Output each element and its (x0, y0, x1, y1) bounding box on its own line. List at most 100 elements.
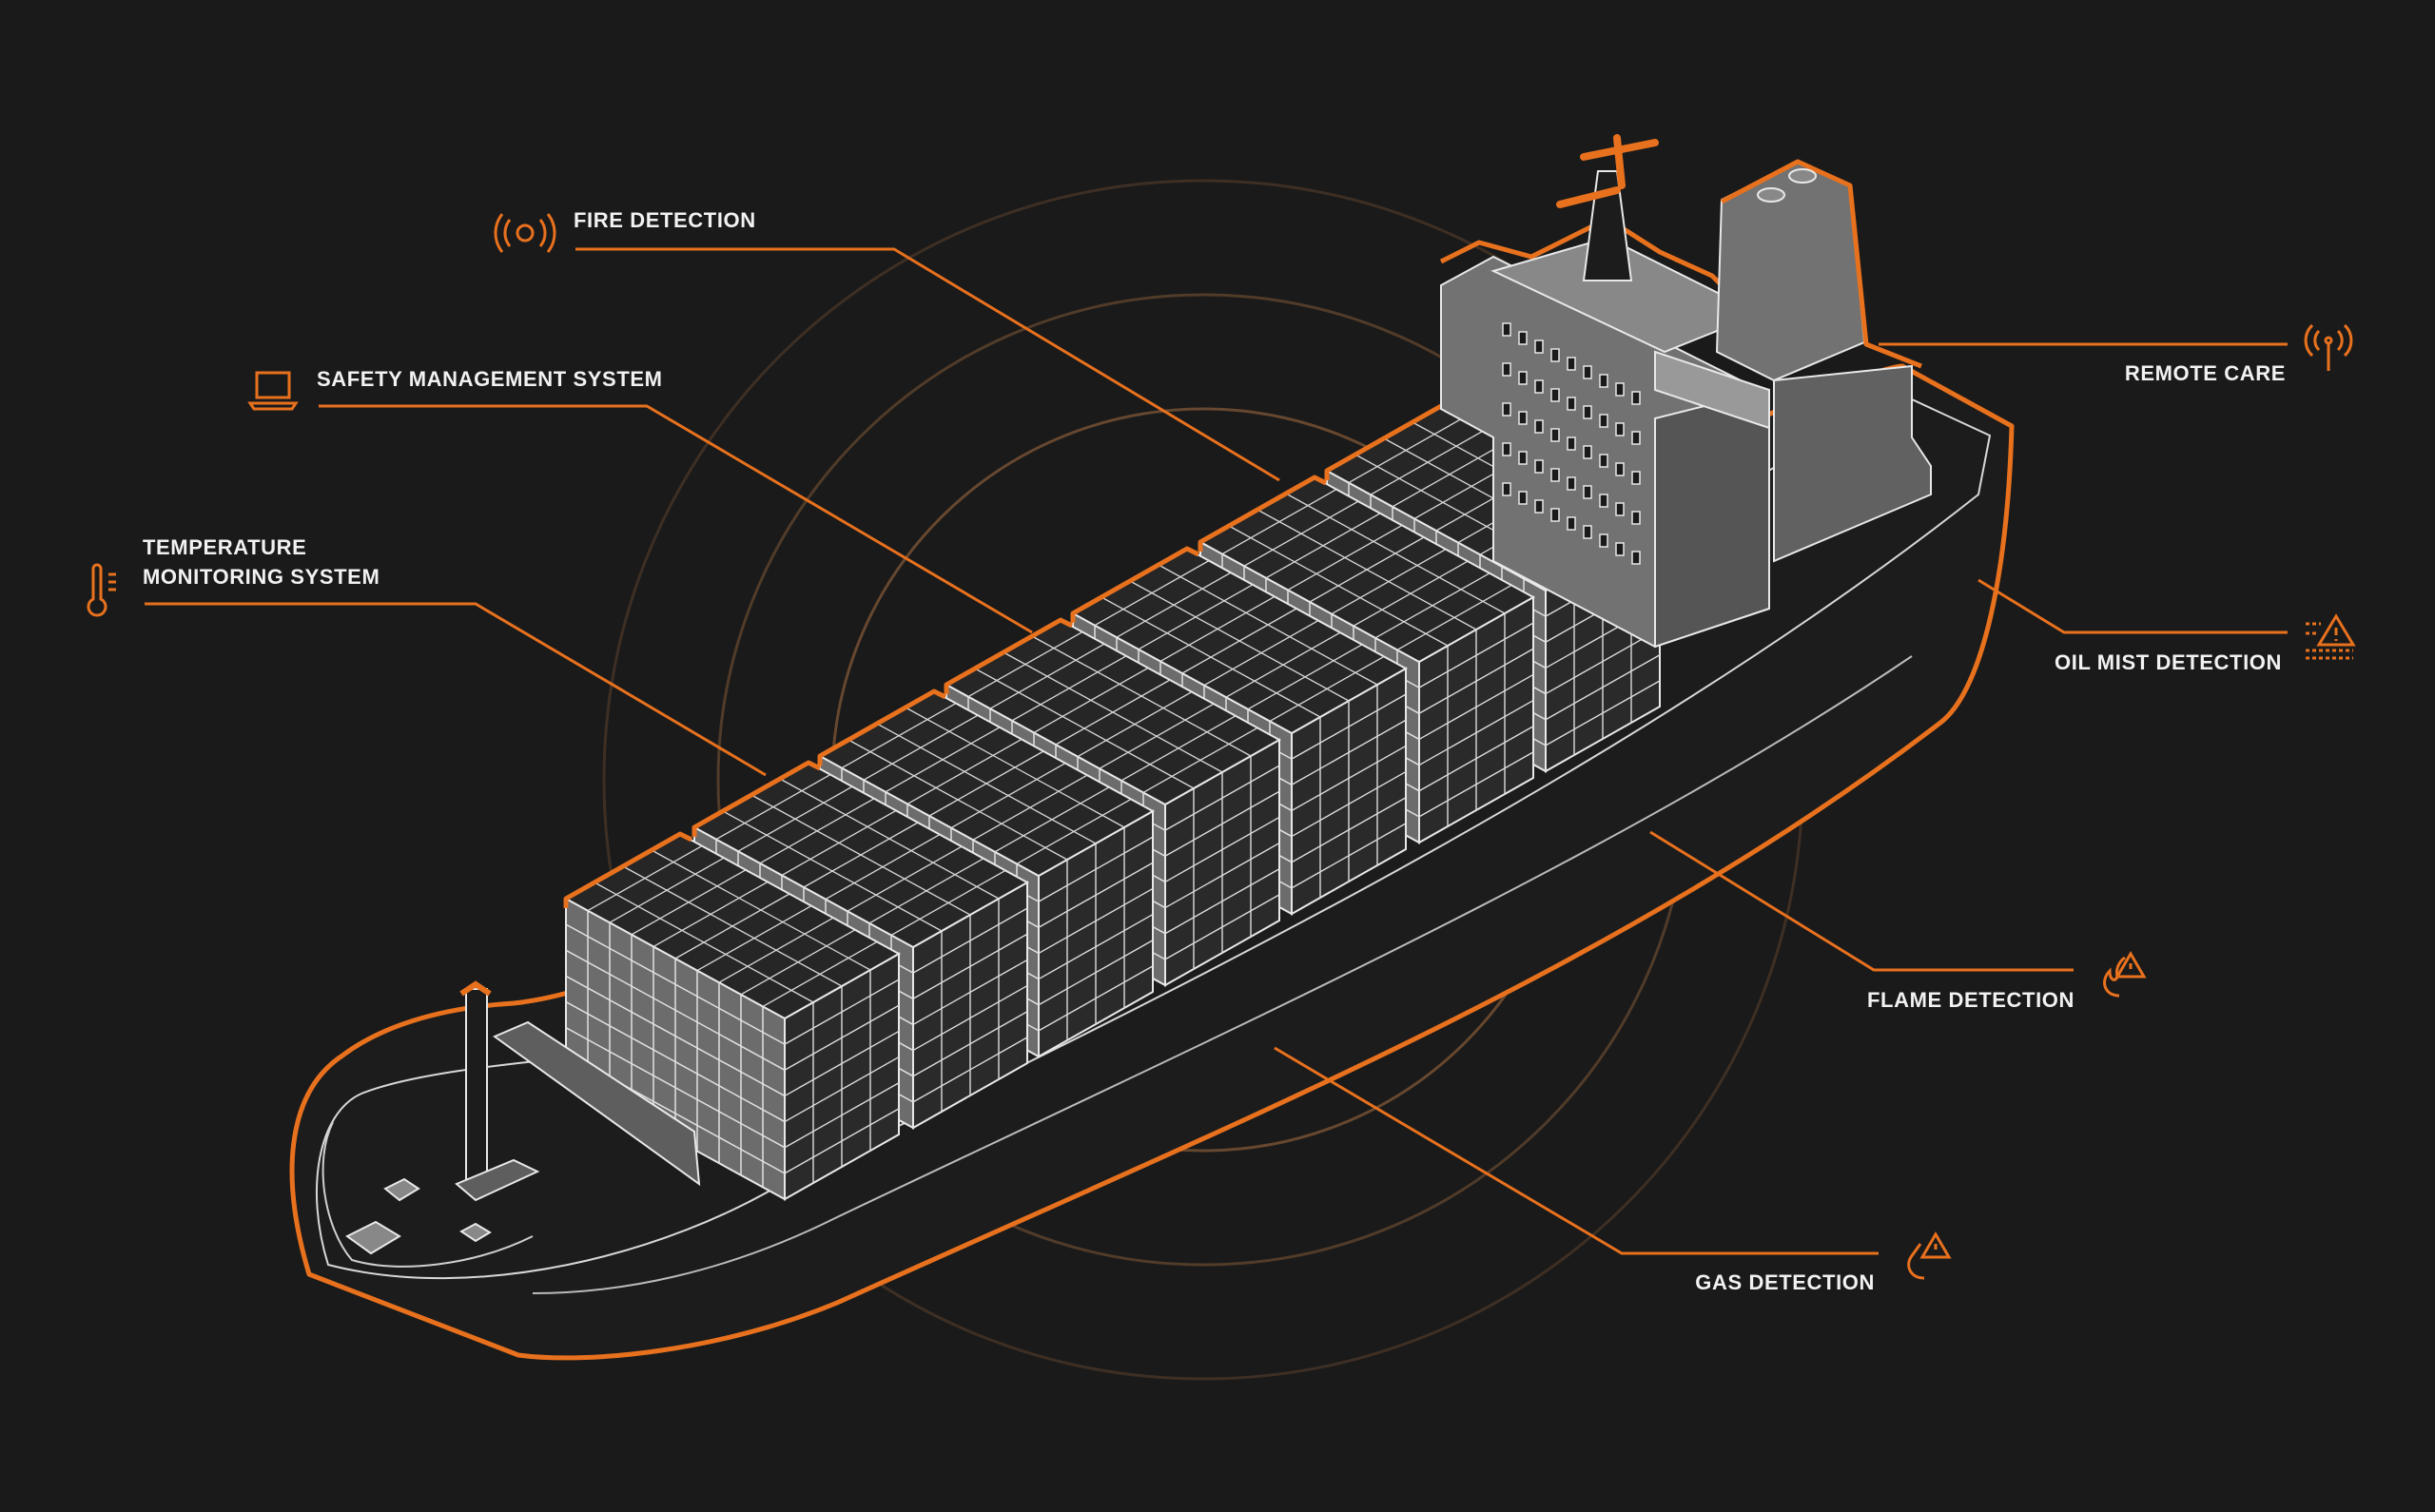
bridge-window (1502, 362, 1511, 377)
bridge-window (1615, 462, 1625, 476)
mast-top (1556, 134, 1659, 208)
container-grid-line (1291, 823, 1407, 889)
bridge-window (1502, 482, 1511, 496)
container-grid-line (1291, 770, 1407, 838)
bridge-window (1567, 357, 1576, 371)
container-grid-line (1003, 651, 1223, 773)
container-grid-line (876, 723, 1097, 844)
container-grid-line (565, 949, 786, 1071)
container-grid-line (1256, 509, 1477, 630)
container-stack-outline (944, 617, 1074, 694)
bridge-window (1567, 476, 1576, 491)
leader-oil-mist (1977, 578, 2288, 634)
label-safety-management: SAFETY MANAGEMENT SYSTEM (317, 364, 663, 394)
container-grid-line (1031, 635, 1252, 757)
bridge-window (1615, 502, 1625, 516)
container-grid-line (1291, 693, 1407, 760)
container-grid-line (1038, 940, 1154, 1006)
label-temperature: TEMPERATURE MONITORING SYSTEM (143, 533, 380, 591)
bridge-window (1550, 508, 1560, 522)
container-grid-line (1038, 965, 1154, 1032)
container-grid-line (1038, 887, 1154, 955)
container-grid-line (1418, 699, 1534, 766)
bridge-window (1518, 371, 1528, 385)
deck-box-2 (345, 1220, 401, 1255)
bridge-window (1631, 471, 1641, 485)
label-gas-detection: GAS DETECTION (1695, 1268, 1875, 1297)
thermometer-icon (87, 563, 116, 617)
container-grid-line (1164, 868, 1280, 935)
container-stack-outline (563, 831, 693, 908)
container-stack-outline (1070, 546, 1200, 623)
funnel-pipe-left (1757, 187, 1785, 203)
bridge-window (1631, 511, 1641, 525)
label-gas-detection-text: GAS DETECTION (1695, 1270, 1875, 1294)
antenna-icon (2304, 323, 2353, 371)
container-grid-line (1164, 765, 1280, 831)
container-grid-line (784, 1056, 900, 1123)
deck-box-1 (383, 1177, 420, 1202)
bridge-window (1599, 374, 1608, 388)
container-grid-line (594, 882, 814, 1003)
bridge-window (1583, 445, 1592, 459)
container-grid-line (1545, 680, 1661, 746)
container-grid-line (1545, 654, 1661, 721)
container-stack-outline (692, 760, 822, 837)
label-remote-care-text: REMOTE CARE (2124, 361, 2286, 385)
container-stack-outline (1198, 475, 1328, 552)
forward-mast-top (459, 980, 492, 997)
bridge-window (1583, 525, 1592, 539)
bridge-windows (1502, 322, 1641, 565)
bridge-window (1534, 339, 1544, 354)
container-grid-line (722, 810, 943, 932)
container-grid-line (1228, 525, 1449, 647)
bridge-window (1534, 379, 1544, 394)
bridge-window (1518, 451, 1528, 465)
bow-curve (321, 1121, 534, 1268)
container-grid-line (1291, 719, 1407, 785)
container-grid-line (565, 975, 786, 1097)
bridge-window (1502, 322, 1511, 337)
label-fire-detection: FIRE DETECTION (574, 205, 756, 235)
container-grid-line (912, 1011, 1028, 1077)
label-oil-mist-text: OIL MIST DETECTION (2055, 650, 2282, 674)
bridge-window (1518, 331, 1528, 345)
bridge-window (1583, 365, 1592, 379)
bridge-window (1599, 533, 1608, 548)
container-grid-line (1164, 894, 1280, 960)
forward-mast (465, 988, 488, 1180)
bridge-window (1567, 436, 1576, 451)
container-grid-line (1038, 913, 1154, 980)
bridge-window (1631, 431, 1641, 445)
bridge-window (1550, 388, 1560, 402)
container-grid-line (1158, 564, 1378, 686)
bridge-window (1550, 468, 1560, 482)
container-grid-line (912, 933, 1028, 999)
container-grid-line (912, 907, 1028, 974)
container-grid-line (1418, 648, 1534, 714)
gas-warning-icon (1907, 1231, 1952, 1280)
label-safety-management-text: SAFETY MANAGEMENT SYSTEM (317, 367, 663, 391)
bridge-window (1534, 459, 1544, 474)
label-oil-mist: OIL MIST DETECTION (2055, 648, 2282, 677)
aft-structure (1773, 364, 1932, 563)
leader-lines (145, 247, 2288, 1255)
flame-warning-icon (2103, 951, 2147, 998)
container-grid-line (622, 865, 843, 987)
label-flame-detection-text: FLAME DETECTION (1867, 988, 2075, 1012)
container-grid-line (565, 1027, 786, 1149)
container-grid-line (1129, 580, 1350, 702)
bridge-window (1534, 419, 1544, 434)
leader-safety-management (319, 404, 1033, 634)
bridge-superstructure (1439, 134, 1932, 649)
hull-stripe (532, 655, 1913, 1294)
container-grid-line (784, 1004, 900, 1071)
container-grid-line (565, 923, 786, 1045)
bridge-window (1518, 491, 1528, 505)
bridge-window (1567, 397, 1576, 411)
label-remote-care: REMOTE CARE (2125, 359, 2286, 388)
container-grid-line (1038, 836, 1154, 902)
container-stack (563, 831, 902, 1201)
bridge-window (1631, 391, 1641, 405)
